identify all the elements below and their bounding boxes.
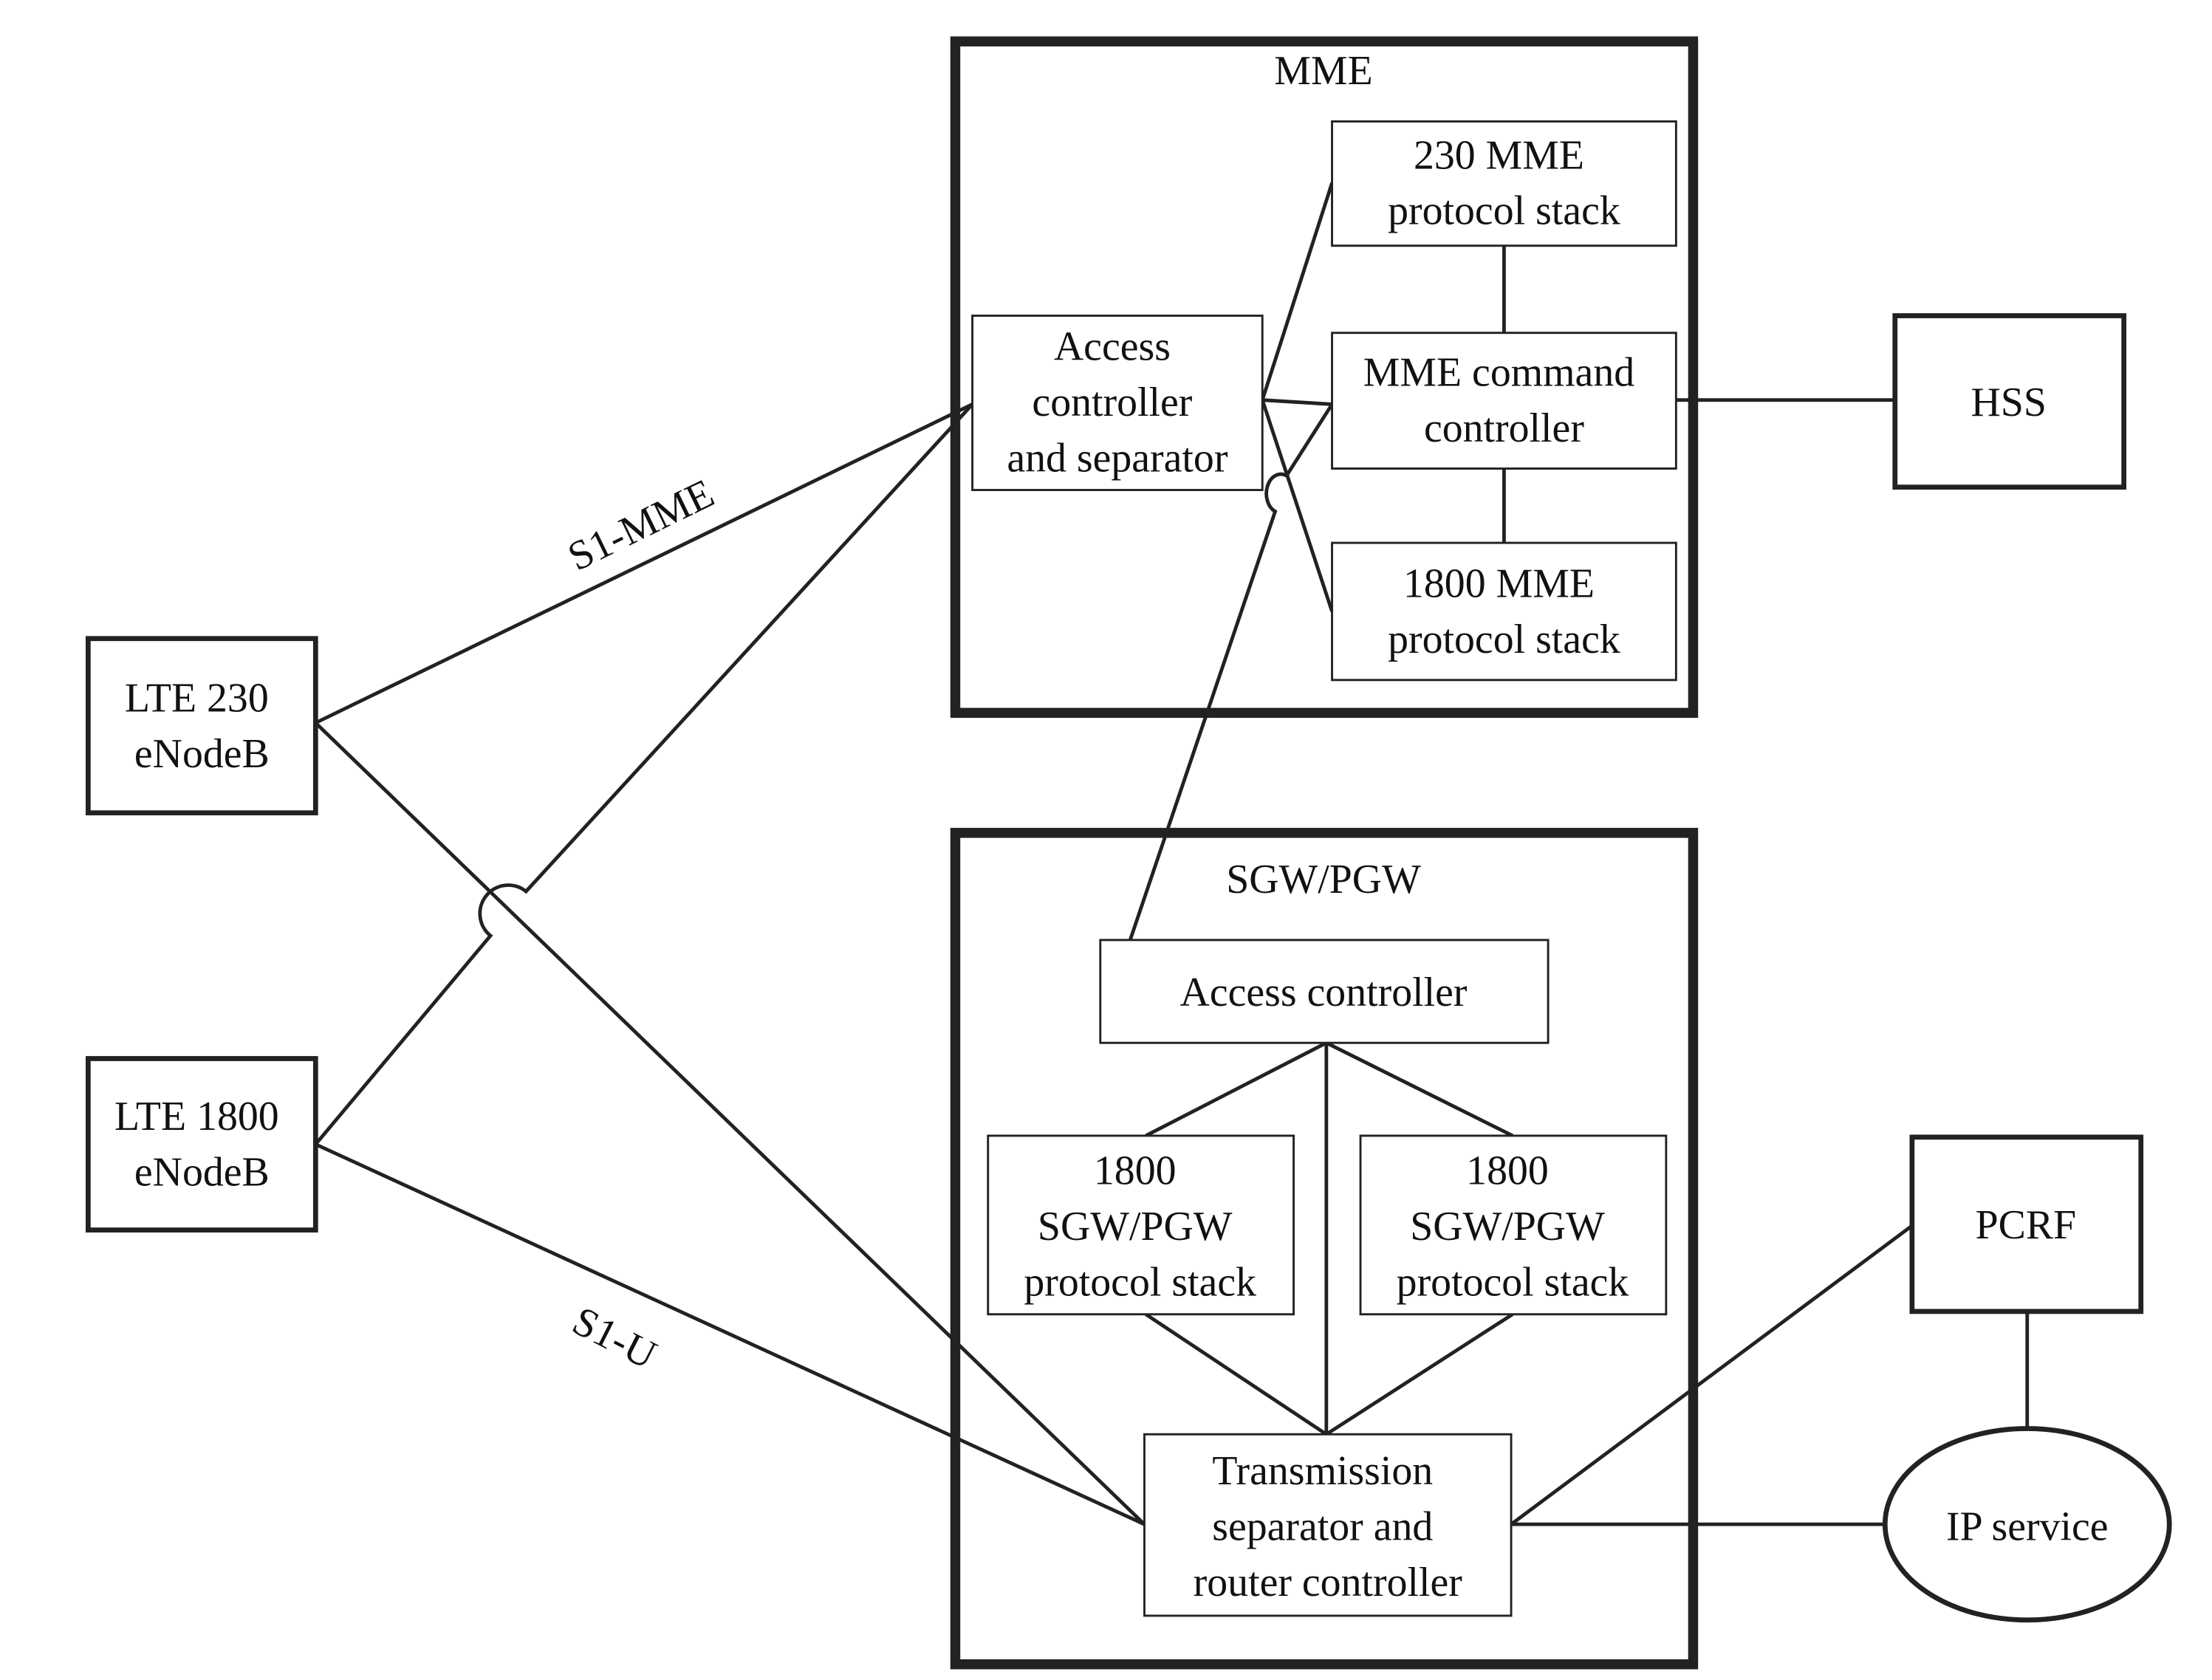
- link-trans-sep-to-pcrf: [1510, 1224, 1914, 1526]
- link-lte230-to-mme-access: [315, 402, 973, 725]
- mme-group-frame: [950, 36, 1699, 719]
- sgw-pgw-group-frame: [950, 828, 1699, 1670]
- link-lte230-to-trans-sep: [314, 721, 1146, 1526]
- link-access-sep-to-mme230: [1260, 182, 1334, 401]
- sgw-pgw-group-title: SGW/PGW: [1226, 857, 1421, 902]
- sgw-pgw-protocol-stack-b-label: 1800 SGW/PGW protocol stack: [1397, 1148, 1629, 1306]
- ip-service-label: IP service: [1946, 1504, 2109, 1549]
- lte230-enodeb-label: LTE 230 eNodeB: [125, 675, 279, 777]
- link-sgw-access-to-stack-b: [1325, 1041, 1514, 1138]
- link-sgw-access-to-stack-a: [1145, 1041, 1327, 1138]
- mme230-protocol-stack-node: 230 MME protocol stack: [1331, 120, 1677, 247]
- access-controller-separator-label: Access controller and separator: [1007, 323, 1227, 481]
- transmission-separator-router-node: Transmission separator and router contro…: [1143, 1433, 1513, 1617]
- sgw-access-controller-label: Access controller: [1180, 970, 1468, 1015]
- mme-command-controller-label: MME command controller: [1363, 349, 1645, 451]
- pcrf-node: PCRF: [1909, 1134, 2144, 1314]
- link-lte1800-to-trans-sep: [315, 1142, 1146, 1526]
- pcrf-label: PCRF: [1976, 1202, 2077, 1248]
- mme-group-title: MME: [1274, 48, 1372, 94]
- sgw-pgw-protocol-stack-a-label: 1800 SGW/PGW protocol stack: [1024, 1148, 1256, 1306]
- sgw-pgw-protocol-stack-a-node: 1800 SGW/PGW protocol stack: [987, 1134, 1295, 1316]
- sgw-access-controller-node: Access controller: [1099, 939, 1550, 1044]
- lte1800-enodeb-node: LTE 1800 eNodeB: [85, 1056, 318, 1233]
- link-lte1800-to-mme-access: [314, 402, 974, 1146]
- transmission-separator-router-label: Transmission separator and router contro…: [1194, 1448, 1463, 1605]
- mme1800-protocol-stack-label: 1800 MME protocol stack: [1388, 561, 1620, 663]
- s1-u-link-label: S1-U: [565, 1297, 663, 1378]
- access-controller-separator-node: Access controller and separator: [971, 315, 1264, 491]
- hss-label: HSS: [1971, 380, 2047, 425]
- link-sgw-access-to-mme-cmd: [1128, 403, 1334, 941]
- lte230-enodeb-node: LTE 230 eNodeB: [85, 636, 318, 816]
- link-access-sep-to-mme1800: [1260, 399, 1334, 612]
- sgw-pgw-protocol-stack-b-node: 1800 SGW/PGW protocol stack: [1359, 1134, 1668, 1316]
- lte1800-enodeb-label: LTE 1800 eNodeB: [114, 1094, 290, 1196]
- link-stack-a-to-trans-sep: [1145, 1312, 1328, 1436]
- hss-node: HSS: [1892, 313, 2127, 490]
- ip-service-node: IP service: [1882, 1426, 2172, 1623]
- link-stack-b-to-trans-sep: [1325, 1312, 1514, 1436]
- mme-command-controller-node: MME command controller: [1331, 332, 1677, 470]
- mme1800-protocol-stack-node: 1800 MME protocol stack: [1331, 541, 1677, 682]
- connections: [314, 182, 2030, 1526]
- mme230-protocol-stack-label: 230 MME protocol stack: [1388, 132, 1620, 234]
- link-access-sep-to-mme-cmd: [1262, 398, 1332, 406]
